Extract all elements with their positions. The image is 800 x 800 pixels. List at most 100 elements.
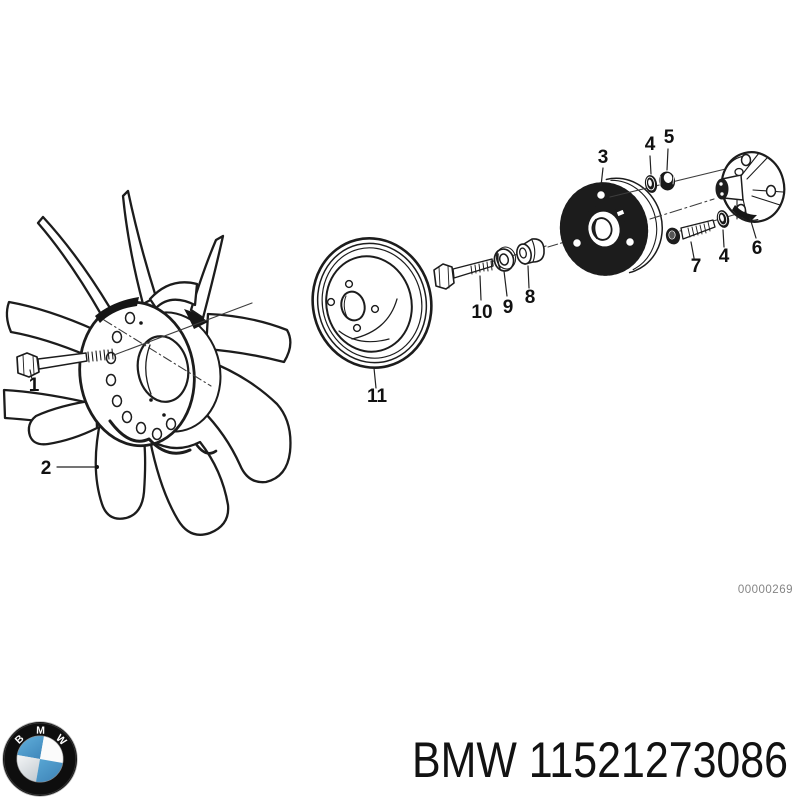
washer-hole [498,253,510,266]
bolt-socket [668,230,676,240]
part-washer-4-upper [644,175,658,193]
bolt-threads [87,348,114,363]
fan-blade [121,189,158,306]
nut-face [662,171,674,185]
fan-blade [204,312,292,364]
nut-facets [659,173,675,187]
callout-8-label: 8 [525,287,536,308]
bolt-threads [687,221,711,238]
callout-4b-label: 4 [719,246,730,267]
bolt-head [433,263,455,290]
logo-quadrant-blue [35,759,63,783]
blade-root-stroke [194,442,218,455]
fan-blade [36,215,112,318]
callout-4a-leader [649,155,652,175]
flange-shadow [732,205,757,221]
fan-hub-inner-arc [145,344,152,395]
stud-axis-line [609,164,743,198]
callout-10-label: 10 [471,302,492,323]
callout-9-label: 9 [503,297,514,318]
hub-boss-face [715,178,729,200]
callout-5-label: 5 [664,127,675,148]
callout-1-leader [29,369,33,380]
fan-hub-rivet-dots [139,321,166,417]
callout-6-leader [749,217,757,239]
spacer-hole [519,247,527,259]
main-axis-dash [547,240,569,248]
pulley-face [325,255,413,353]
blade-root-stroke [108,419,192,455]
logo-quadrant-white [40,736,64,764]
pulley-center-hole [340,290,366,322]
callout-11-leader [373,367,377,389]
clutch-shaft-shade [593,218,599,240]
washer-hole [647,178,653,188]
fan-hub-shadow [95,297,139,323]
part-clutch-bolt [665,219,716,245]
clutch-stud-holes [571,189,636,249]
callout-2-label: 2 [41,458,52,479]
fan-blade [200,358,292,484]
part-washer-4-lower [716,210,730,228]
logo-inner-rim [16,735,64,783]
clutch-key-tab [615,208,626,218]
part-belt-pulley [311,237,433,369]
part-viscous-clutch [559,177,663,276]
callout-4b-leader [722,229,725,248]
pulley-face-arc [351,298,398,340]
callout-7-leader [690,241,695,259]
fan-blade [189,234,225,320]
washer-highlight [717,211,728,226]
washer-edge [495,246,517,270]
washer-shade [496,253,501,269]
callout-3-leader [600,167,604,187]
fan-hub-bolt-holes [105,311,177,441]
spacer-step [531,239,536,263]
pulley-groove [321,247,423,359]
hub-knob [734,167,744,177]
washer-highlight [645,176,656,191]
fan-blade [5,300,97,358]
fan-hub-drum [78,297,253,455]
footer: B M W BMW 11521273086 [2,721,788,797]
clutch-fins-outer [559,182,649,276]
pulley-hole-arc [343,295,348,318]
callout-4a-label: 4 [645,134,656,155]
main-axis-dash [649,198,715,220]
logo-quadrant-silver [16,754,40,782]
logo-outer-edge [2,721,78,797]
pulley-bolt-holes [326,279,380,333]
fan-blade [148,438,230,536]
washer-hole [719,213,725,223]
diagram-number: 00000269 [738,584,793,596]
callout-3-label: 3 [598,147,609,168]
part-washer-9 [493,246,517,272]
bolt-head-facets [438,265,450,289]
clutch-shaft-hole [591,217,613,241]
pulley-groove [316,242,428,364]
clutch-rear-rim [610,179,658,271]
bolt-head [16,352,40,378]
part-hub-flange [715,151,786,223]
part-pulley-bolt [433,258,494,290]
bolt-head-facets [22,354,35,376]
fan-blade [27,398,99,446]
bmw-logo: B M W [2,721,78,797]
fan-blade-assembly [2,189,292,536]
callout-6-label: 6 [752,238,763,259]
bolt-axis-line [113,302,253,356]
exploded-diagram: 1 2 3 4 5 6 7 4 8 9 10 11 00000269 [2,127,793,596]
callout-9-leader [503,270,508,297]
center-dash-line [103,319,212,387]
logo-letter-m: M [36,725,45,737]
callout-11-label: 11 [367,386,388,407]
logo-quadrants [16,735,64,783]
hub-boss-nubs [719,182,724,196]
bolt-shank [37,352,88,370]
callout-1-label: 1 [29,375,40,396]
fan-blades [2,189,292,536]
callout-2-dot [95,465,99,469]
callout-7-label: 7 [691,256,702,277]
fan-hub-shadow [184,309,208,329]
logo-ring-sheen [3,722,77,796]
